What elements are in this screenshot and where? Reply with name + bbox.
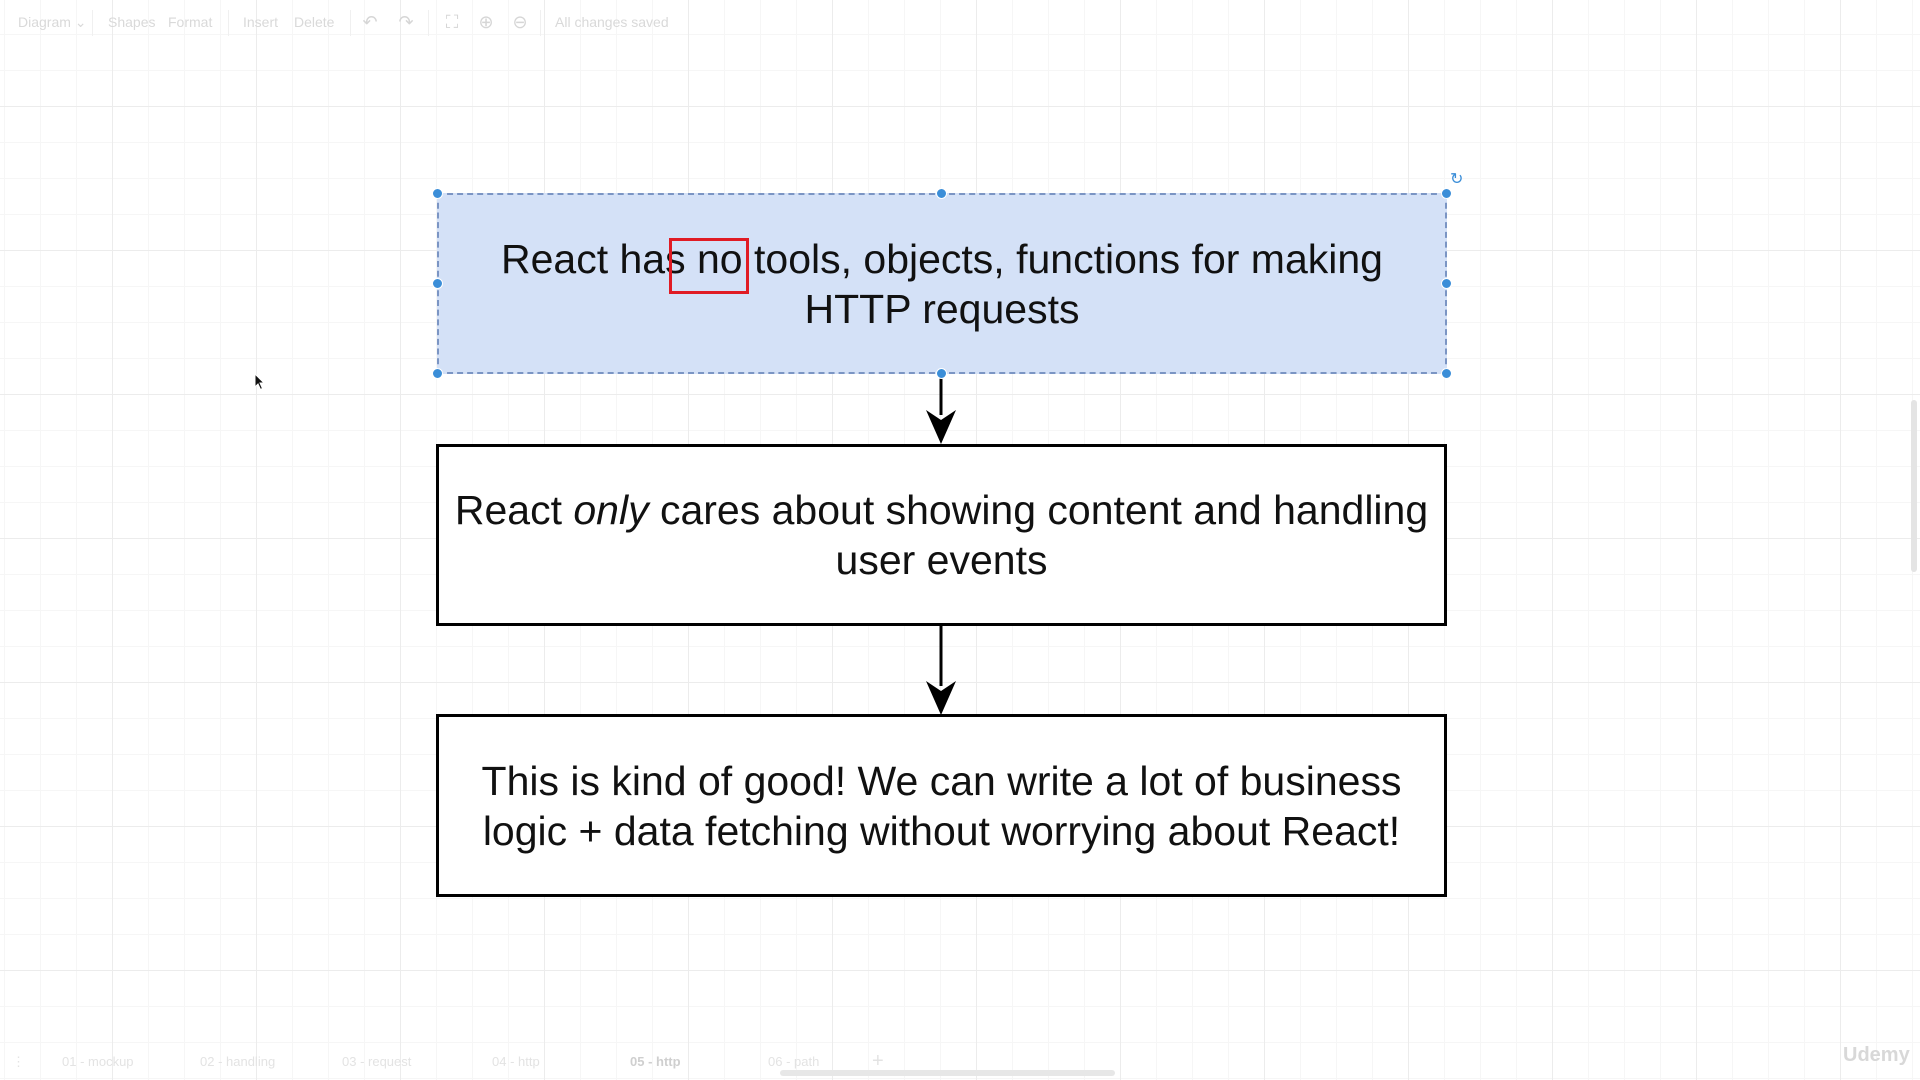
page-tab[interactable]: 04 - http xyxy=(492,1054,540,1069)
red-highlight-rectangle[interactable] xyxy=(669,238,749,294)
toolbar-divider xyxy=(428,10,429,36)
format-button[interactable]: Format xyxy=(168,14,213,30)
resize-handle-top-right[interactable] xyxy=(1441,188,1452,199)
resize-handle-bottom-right[interactable] xyxy=(1441,368,1452,379)
zoom-in-icon[interactable]: ⊕ xyxy=(478,12,494,32)
connector-arrow-1[interactable] xyxy=(926,375,956,444)
page-tab[interactable]: 01 - mockup xyxy=(62,1054,134,1069)
save-status: All changes saved xyxy=(555,14,669,30)
box1-text-after: tools, objects, functions for making HTT… xyxy=(742,235,1383,332)
box-text: React only cares about showing content a… xyxy=(439,485,1444,585)
box2-emphasis: only xyxy=(573,487,649,533)
undo-icon[interactable]: ↶ xyxy=(362,12,378,32)
zoom-out-icon[interactable]: ⊖ xyxy=(512,12,528,32)
redo-icon[interactable]: ↷ xyxy=(398,12,414,32)
delete-button[interactable]: Delete xyxy=(294,14,335,30)
box2-text-before: React xyxy=(454,487,574,533)
page-tabs-bar: ⋮ 01 - mockup 02 - handling 03 - request… xyxy=(0,1050,1920,1074)
flowchart-box-business-logic[interactable]: This is kind of good! We can write a lot… xyxy=(436,714,1447,897)
fullscreen-icon[interactable]: ⛶ xyxy=(445,12,459,32)
box-text: React has no tools, objects, functions f… xyxy=(439,234,1445,334)
toolbar-divider xyxy=(228,10,229,36)
udemy-watermark: Udemy xyxy=(1843,1044,1910,1066)
page-tab[interactable]: 02 - handling xyxy=(200,1054,276,1069)
flowchart-box-no-http-tools[interactable]: React has no tools, objects, functions f… xyxy=(437,193,1447,374)
page-tab[interactable]: 06 - path xyxy=(768,1054,820,1069)
page-tab-active[interactable]: 05 - http xyxy=(630,1054,681,1069)
toolbar: Diagram ⌄ Shapes Format Insert Delete ↶ … xyxy=(0,0,1920,44)
flowchart-box-react-only-cares[interactable]: React only cares about showing content a… xyxy=(436,444,1447,626)
resize-handle-top-left[interactable] xyxy=(432,188,443,199)
rotate-icon[interactable]: ↻ xyxy=(1450,171,1464,188)
page-tab[interactable]: 03 - request xyxy=(342,1054,412,1069)
box1-text-before: React has xyxy=(501,235,697,282)
toolbar-divider xyxy=(92,10,93,36)
box-text: This is kind of good! We can write a lot… xyxy=(472,756,1412,856)
mouse-cursor-icon xyxy=(254,373,266,391)
resize-handle-top[interactable] xyxy=(936,188,947,199)
highlighted-word: no xyxy=(697,235,743,282)
box3-line-2: logic + data fetching without worrying a… xyxy=(482,807,1401,854)
resize-handle-right[interactable] xyxy=(1441,278,1452,289)
add-page-button[interactable]: + xyxy=(872,1050,884,1072)
shapes-button[interactable]: Shapes xyxy=(108,14,156,30)
resize-handle-bottom-left[interactable] xyxy=(432,368,443,379)
page-menu-icon[interactable]: ⋮ xyxy=(12,1054,25,1069)
insert-button[interactable]: Insert xyxy=(243,14,279,30)
vertical-scrollbar[interactable] xyxy=(1911,400,1917,572)
toolbar-divider xyxy=(350,10,351,36)
horizontal-scrollbar[interactable] xyxy=(780,1070,1115,1076)
box3-line-1: This is kind of good! We can write a lot… xyxy=(481,757,1402,804)
toolbar-divider xyxy=(540,10,541,36)
connector-arrow-2[interactable] xyxy=(926,625,956,715)
resize-handle-left[interactable] xyxy=(432,278,443,289)
box2-text-after: cares about showing content and handling… xyxy=(648,487,1429,583)
resize-handle-bottom[interactable] xyxy=(936,368,947,379)
diagram-menu[interactable]: Diagram ⌄ xyxy=(18,14,87,30)
